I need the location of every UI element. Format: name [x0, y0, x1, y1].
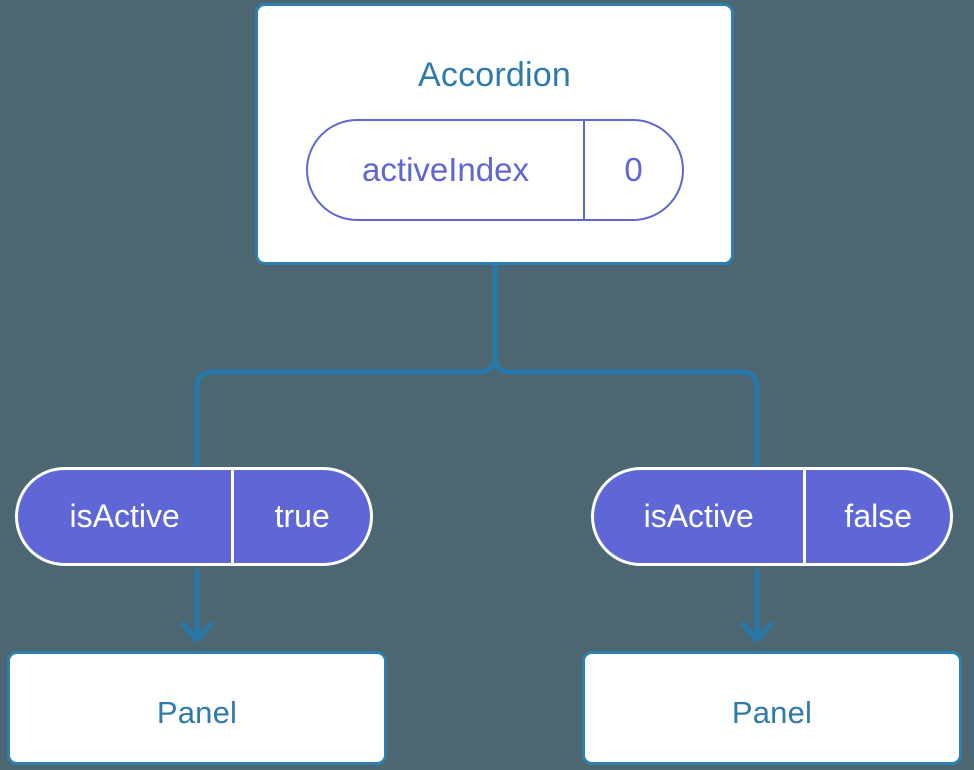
panel-component-card-right[interactable]: Panel	[582, 651, 962, 765]
prop-pill-activeindex[interactable]: activeIndex 0	[306, 119, 684, 221]
prop-pill-isactive-right-value: false	[803, 470, 950, 563]
prop-pill-isactive-right[interactable]: isActive false	[591, 467, 953, 566]
prop-pill-isactive-left-value: true	[231, 470, 370, 563]
prop-pill-isactive-right-key: isActive	[643, 498, 754, 534]
panel-title-left: Panel	[156, 695, 238, 730]
arrow-down-icon-left-head	[180, 621, 214, 643]
panel-component-card-left[interactable]: Panel	[7, 651, 387, 765]
arrow-down-icon-right-head	[740, 621, 774, 643]
panel-title-right: Panel	[731, 695, 813, 730]
prop-pill-isactive-left[interactable]: isActive true	[15, 467, 373, 566]
tree-branch-connector	[194, 263, 760, 470]
prop-pill-activeindex-value: 0	[583, 121, 682, 219]
accordion-title: Accordion	[418, 56, 571, 94]
prop-pill-isactive-left-key: isActive	[69, 498, 180, 534]
prop-pill-activeindex-key: activeIndex	[362, 151, 529, 188]
